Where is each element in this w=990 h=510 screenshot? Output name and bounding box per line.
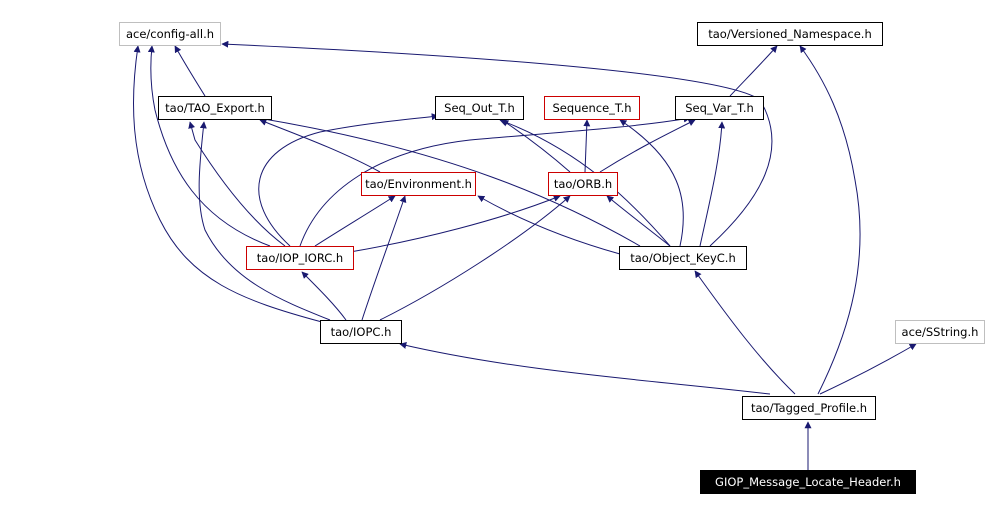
edge-iop-iorc-to-environment <box>314 195 396 247</box>
node-iop-iorc[interactable]: tao/IOP_IORC.h <box>246 246 354 270</box>
edge-iopc-to-orb <box>379 195 571 321</box>
node-label: tao/Tagged_Profile.h <box>750 401 868 415</box>
edge-iopc-to-environment <box>361 195 407 321</box>
node-orb[interactable]: tao/ORB.h <box>548 172 618 196</box>
node-label: ace/config-all.h <box>125 27 215 41</box>
node-label: tao/Versioned_Namespace.h <box>708 27 872 41</box>
edge-tagged-profile-to-iopc <box>399 342 771 395</box>
edge-iopc-to-tao-export <box>198 121 331 321</box>
node-versioned-namespace[interactable]: tao/Versioned_Namespace.h <box>697 22 883 46</box>
edge-object-keyc-to-config-all <box>221 40 773 247</box>
node-label: tao/ORB.h <box>553 177 613 191</box>
node-object-keyc[interactable]: tao/Object_KeyC.h <box>619 246 747 270</box>
node-tagged-profile[interactable]: tao/Tagged_Profile.h <box>742 396 876 420</box>
edge-object-keyc-to-environment <box>477 195 621 255</box>
edge-iop-iorc-to-seq-var <box>299 115 691 247</box>
edge-iop-iorc-to-tao-export <box>188 121 286 247</box>
node-label: Seq_Var_T.h <box>685 101 754 115</box>
node-label: tao/IOP_IORC.h <box>256 251 344 265</box>
edge-iop-iorc-to-seq-out <box>258 113 439 247</box>
edge-object-keyc-to-orb <box>606 195 671 247</box>
node-sequence-t[interactable]: Sequence_T.h <box>544 96 640 120</box>
edge-tagged-profile-to-versioned-ns <box>799 45 861 395</box>
node-label: Seq_Out_T.h <box>444 101 515 115</box>
node-tao-export[interactable]: tao/TAO_Export.h <box>158 96 272 120</box>
node-seq-out[interactable]: Seq_Out_T.h <box>435 96 524 120</box>
node-label: tao/IOPC.h <box>330 325 392 339</box>
node-environment[interactable]: tao/Environment.h <box>361 172 476 196</box>
node-config-all[interactable]: ace/config-all.h <box>119 22 221 46</box>
node-label: GIOP_Message_Locate_Header.h <box>715 475 901 489</box>
edge-iop-iorc-to-orb <box>349 195 561 253</box>
edge-orb-to-seq-var <box>599 119 696 173</box>
edge-iopc-to-config-all <box>132 45 323 323</box>
edge-object-keyc-to-tao-export <box>257 115 641 247</box>
edge-seq-var-to-versioned-ns <box>729 45 778 97</box>
edge-object-keyc-to-seq-var <box>699 121 726 247</box>
edge-iopc-to-iop-iorc <box>301 271 347 321</box>
node-label: tao/Object_KeyC.h <box>630 251 736 265</box>
node-sstring[interactable]: ace/SString.h <box>895 320 985 344</box>
edge-tagged-profile-to-object-keyc <box>694 270 796 395</box>
edge-orb-to-seq-out <box>501 119 571 173</box>
edge-environment-to-tao-export <box>259 119 381 173</box>
node-seq-var[interactable]: Seq_Var_T.h <box>675 96 764 120</box>
edge-tao-export-to-config-all <box>174 45 206 97</box>
node-label: ace/SString.h <box>901 325 979 339</box>
node-label: Sequence_T.h <box>552 101 632 115</box>
node-label: tao/Environment.h <box>365 177 472 191</box>
edge-tagged-profile-to-sstring <box>819 343 917 395</box>
edge-orb-to-sequence-t <box>583 119 591 173</box>
edge-iop-iorc-to-config-all <box>147 45 271 247</box>
node-giop-message-locate-header[interactable]: GIOP_Message_Locate_Header.h <box>700 470 916 494</box>
node-label: tao/TAO_Export.h <box>165 101 265 115</box>
node-iopc[interactable]: tao/IOPC.h <box>320 320 402 344</box>
edge-object-keyc-to-sequence-t <box>619 119 684 247</box>
